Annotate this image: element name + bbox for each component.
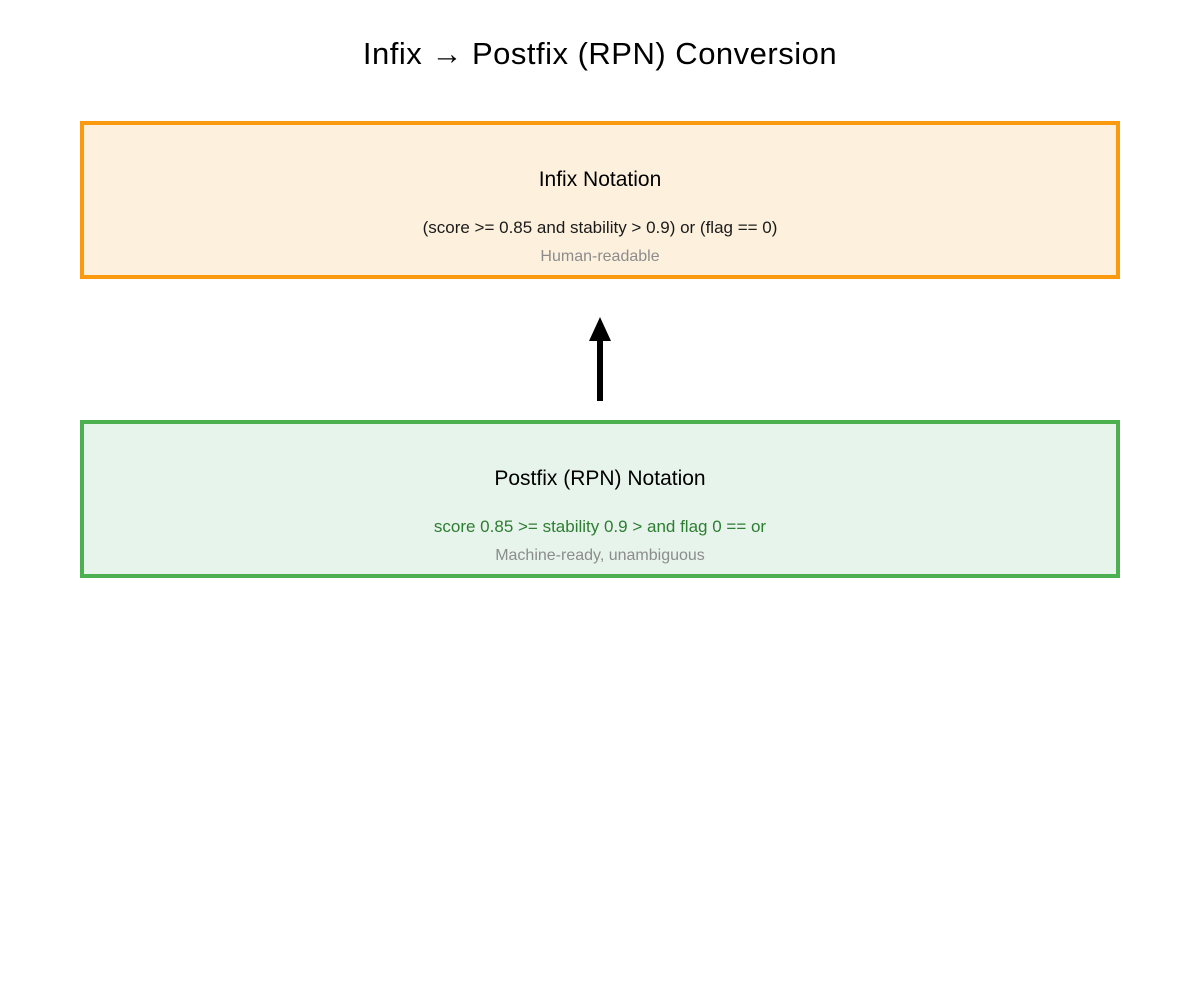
infix-caption: Human-readable xyxy=(540,248,660,265)
up-arrow-icon xyxy=(588,317,612,401)
up-arrow-head xyxy=(589,317,611,341)
postfix-caption: Machine-ready, unambiguous xyxy=(495,547,705,564)
postfix-box-heading: Postfix (RPN) Notation xyxy=(494,467,706,490)
page-title: Infix → Postfix (RPN) Conversion xyxy=(362,36,838,71)
infix-notation-box: Infix Notation (score >= 0.85 and stabil… xyxy=(80,121,1120,279)
infix-box-heading: Infix Notation xyxy=(538,168,662,191)
postfix-notation-box: Postfix (RPN) Notation score 0.85 >= sta… xyxy=(80,420,1120,578)
infix-expression: (score >= 0.85 and stability > 0.9) or (… xyxy=(422,218,778,237)
up-arrow-stem xyxy=(597,339,603,401)
postfix-expression: score 0.85 >= stability 0.9 > and flag 0… xyxy=(433,517,767,536)
